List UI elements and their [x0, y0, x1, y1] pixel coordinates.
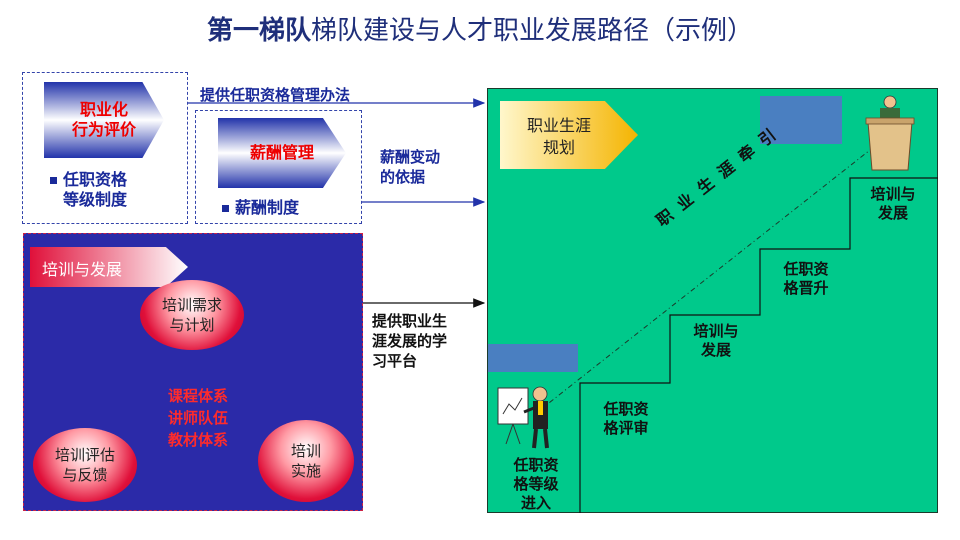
podium-speaker-icon — [865, 95, 915, 171]
learn-platform-line2: 涯发展的学 — [372, 332, 448, 350]
bullet-icon — [222, 205, 229, 212]
qualification-line2: 等级制度 — [63, 190, 128, 209]
needs-line1: 培训需求 — [161, 296, 222, 314]
title-bold: 第一梯队 — [206, 16, 311, 46]
needs-line2: 与计划 — [169, 316, 215, 334]
step5-line: 培训与 — [870, 185, 916, 203]
step1-line: 格等级 — [513, 475, 559, 493]
implement-line1: 培训 — [290, 442, 321, 460]
evaluate-line2: 与反馈 — [62, 466, 108, 484]
placeholder-rect-left — [488, 344, 578, 372]
title-rest: 梯队建设与人才职业发展路径（示例） — [311, 16, 754, 46]
placeholder-rect-top — [760, 96, 842, 144]
career-plan-line2: 规划 — [542, 138, 575, 157]
training-header-text: 培训与发展 — [42, 260, 123, 279]
training-center-list: 课程体系 讲师队伍 教材体系 — [148, 385, 248, 451]
step4-line: 任职资 — [783, 260, 829, 278]
salary-mgmt-box — [195, 110, 362, 224]
qualification-system-label: 任职资格 等级制度 — [50, 170, 180, 210]
page-title: 第一梯队梯队建设与人才职业发展路径（示例） — [0, 10, 960, 47]
training-evaluate-node: 培训评估与反馈 — [33, 428, 137, 502]
step2-label: 任职资格评审 — [588, 400, 664, 438]
center-line2: 讲师队伍 — [167, 409, 228, 427]
presenter-figure-icon — [497, 386, 549, 449]
step1-line: 任职资 — [513, 456, 559, 474]
learn-platform-label: 提供职业生 涯发展的学 习平台 — [372, 311, 447, 371]
step4-line: 格晋升 — [783, 279, 829, 297]
salary-system-text: 薪酬制度 — [235, 198, 300, 217]
salary-basis-label: 薪酬变动 的依据 — [380, 147, 440, 187]
qualification-line1: 任职资格 — [63, 170, 128, 189]
evaluate-line1: 培训评估 — [54, 446, 115, 464]
step3-line: 发展 — [700, 341, 731, 359]
career-plan-arrow: 职业生涯规划 — [500, 101, 638, 169]
learn-platform-line1: 提供职业生 — [372, 312, 448, 330]
implement-line2: 实施 — [290, 462, 321, 480]
center-line1: 课程体系 — [167, 387, 228, 405]
step5-label: 培训与发展 — [855, 185, 931, 223]
training-header-arrow: 培训与发展 — [30, 247, 188, 287]
step2-line: 任职资 — [603, 400, 649, 418]
step3-line: 培训与 — [693, 322, 739, 340]
step2-line: 格评审 — [603, 419, 649, 437]
behavior-eval-box — [22, 72, 188, 224]
step4-label: 任职资格晋升 — [768, 260, 844, 298]
step1-line: 进入 — [520, 494, 551, 512]
salary-mgmt-arrow: 薪酬管理 — [218, 118, 346, 188]
career-guide-line — [539, 149, 871, 411]
staircase-line — [579, 177, 938, 513]
step5-line: 发展 — [877, 204, 908, 222]
salary-mgmt-text: 薪酬管理 — [249, 143, 314, 162]
step3-label: 培训与发展 — [678, 322, 754, 360]
step1-label: 任职资格等级进入 — [498, 456, 574, 513]
provide-mgmt-label: 提供任职资格管理办法 — [200, 86, 351, 104]
salary-system-label: 薪酬制度 — [222, 198, 352, 218]
training-needs-node: 培训需求与计划 — [140, 280, 244, 350]
training-implement-node: 培训实施 — [258, 420, 354, 502]
salary-basis-line2: 的依据 — [380, 168, 426, 186]
behavior-eval-line2: 行为评价 — [71, 120, 136, 139]
behavior-eval-arrow: 职业化 行为评价 — [44, 82, 164, 158]
career-plan-line1: 职业生涯 — [526, 116, 591, 135]
salary-basis-line1: 薪酬变动 — [380, 148, 441, 166]
learn-platform-line3: 习平台 — [372, 352, 418, 370]
behavior-eval-line1: 职业化 — [79, 100, 128, 119]
bullet-icon — [50, 177, 57, 184]
center-line3: 教材体系 — [167, 431, 228, 449]
